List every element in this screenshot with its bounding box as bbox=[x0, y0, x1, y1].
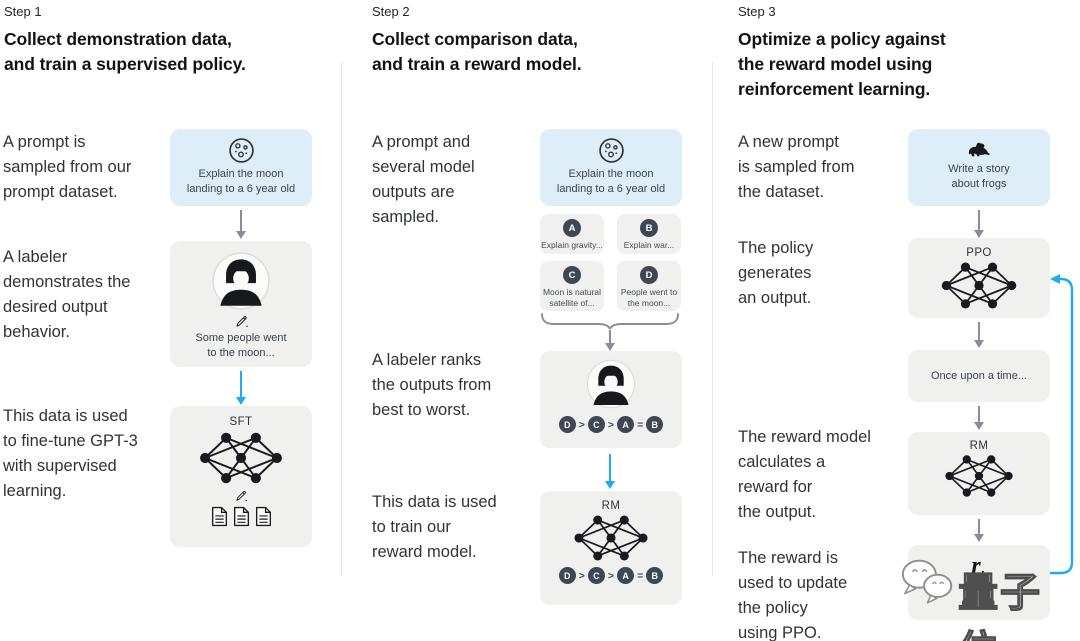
demonstration-text: Some people went bbox=[195, 332, 287, 344]
output-card-b: B Explain war... bbox=[617, 214, 681, 254]
step3-rm-card: RM bbox=[908, 432, 1050, 515]
step3-ppo-card: PPO bbox=[908, 238, 1050, 318]
step1-heading: Collect demonstration data, and train a … bbox=[4, 27, 246, 77]
step3-caption-reward: The reward is used to update the policy … bbox=[738, 549, 848, 641]
ranking-row: D > C > A = B bbox=[558, 567, 664, 584]
wechat-bubbles-icon bbox=[898, 552, 956, 610]
column-divider bbox=[341, 62, 342, 576]
step1-heading-line1: Collect demonstration data, bbox=[4, 29, 232, 49]
down-arrow-gray bbox=[973, 406, 984, 430]
down-arrow-blue bbox=[235, 371, 246, 405]
documents-row bbox=[211, 506, 272, 527]
neural-network-icon bbox=[195, 430, 287, 486]
document-icon bbox=[211, 506, 228, 527]
rm-title: RM bbox=[601, 500, 621, 512]
pencil-icon bbox=[234, 314, 249, 329]
step1-caption-prompt: A prompt is sampled from our prompt data… bbox=[3, 133, 132, 201]
step1-labeler-card: Some people went to the moon... bbox=[170, 241, 312, 367]
watermark: 量子位 bbox=[898, 552, 1080, 641]
prompt-text: Explain the moon bbox=[198, 168, 284, 180]
down-arrow-gray bbox=[973, 210, 984, 238]
neural-network-icon bbox=[569, 513, 653, 563]
step2-label: Step 2 bbox=[372, 4, 410, 19]
step1-caption-labeler: A labeler demonstrates the desired outpu… bbox=[3, 248, 131, 341]
document-icon bbox=[233, 506, 250, 527]
step3-caption-reward-model: The reward model calculates a reward for… bbox=[738, 428, 871, 521]
step2-caption-data: This data is used to train our reward mo… bbox=[372, 493, 497, 561]
sft-title: SFT bbox=[229, 416, 253, 428]
step2-caption-labeler: A labeler ranks the outputs from best to… bbox=[372, 351, 492, 419]
output-card-d: D People went to the moon... bbox=[617, 261, 681, 311]
column-divider bbox=[712, 62, 713, 576]
output-letter: A bbox=[563, 219, 581, 237]
document-icon bbox=[255, 506, 272, 527]
ppo-title: PPO bbox=[966, 247, 992, 259]
down-arrow-gray bbox=[604, 330, 615, 351]
step3-label: Step 3 bbox=[738, 4, 776, 19]
step3-caption-policy: The policy generates an output. bbox=[738, 239, 814, 307]
output-card-c: C Moon is natural satellite of... bbox=[540, 261, 604, 311]
curly-brace bbox=[540, 313, 680, 329]
down-arrow-gray bbox=[235, 210, 246, 239]
step3-caption-prompt: A new prompt is sampled from the dataset… bbox=[738, 133, 855, 201]
watermark-brand: 量子位 bbox=[957, 570, 1043, 641]
pencil-icon bbox=[234, 489, 248, 503]
reward-symbol: rk bbox=[971, 553, 987, 582]
neural-network-icon bbox=[941, 453, 1017, 499]
moon-icon bbox=[598, 137, 625, 164]
labeler-avatar-icon bbox=[208, 248, 274, 314]
step2-prompt-card: Explain the moon landing to a 6 year old bbox=[540, 129, 682, 206]
step1-label: Step 1 bbox=[4, 4, 42, 19]
step1-caption-data: This data is used to fine-tune GPT-3 wit… bbox=[3, 407, 138, 500]
output-card-a: A Explain gravity... bbox=[540, 214, 604, 254]
rm-title: RM bbox=[969, 440, 989, 452]
down-arrow-gray bbox=[973, 519, 984, 542]
step1-sft-card: SFT bbox=[170, 406, 312, 547]
output-text: Once upon a time... bbox=[931, 369, 1027, 382]
neural-network-icon bbox=[936, 260, 1022, 311]
step1-prompt-card: Explain the moon landing to a 6 year old bbox=[170, 129, 312, 206]
labeler-avatar-icon bbox=[583, 356, 639, 412]
step3-prompt-card: Write a story about frogs bbox=[908, 129, 1050, 206]
step2-rm-card: RM D > C > A = B bbox=[540, 491, 682, 605]
ranking-row: D > C > A = B bbox=[558, 416, 664, 433]
step2-labeler-card: D > C > A = B bbox=[540, 351, 682, 448]
step1-heading-line2: and train a supervised policy. bbox=[4, 54, 246, 74]
moon-icon bbox=[228, 137, 255, 164]
step2-caption-prompt: A prompt and several model outputs are s… bbox=[372, 133, 475, 226]
step3-heading: Optimize a policy against the reward mod… bbox=[738, 29, 946, 99]
step2-heading: Collect comparison data, and train a rew… bbox=[372, 29, 582, 74]
down-arrow-blue bbox=[604, 454, 615, 489]
frog-icon bbox=[966, 139, 992, 157]
step3-output-card: Once upon a time... bbox=[908, 350, 1050, 402]
down-arrow-gray bbox=[973, 322, 984, 348]
